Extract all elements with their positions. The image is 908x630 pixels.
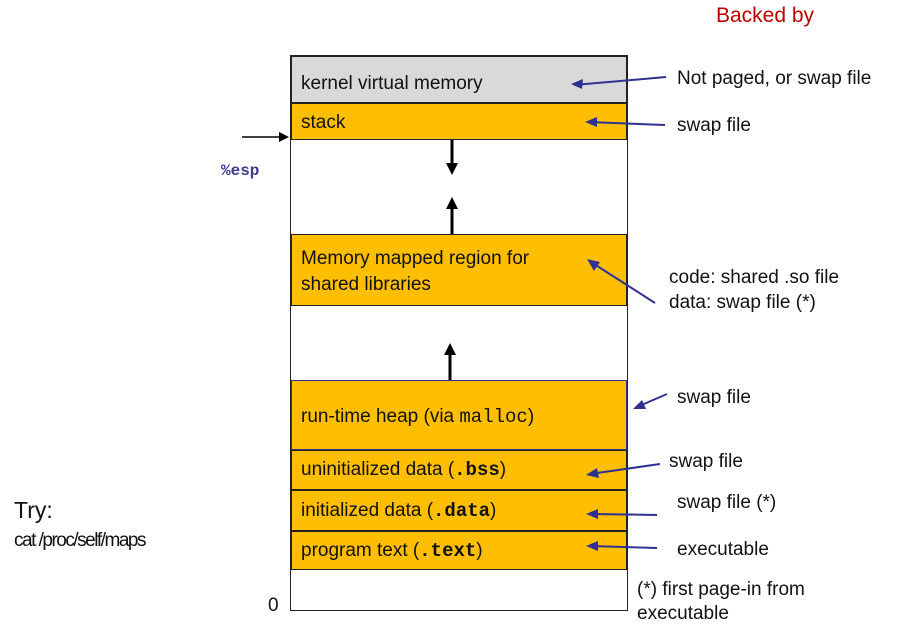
stack-backing-arrow <box>588 121 666 126</box>
stack-backing-note: swap file <box>677 115 751 136</box>
mmap-label-line1: Memory mapped region for <box>301 248 530 269</box>
address-space-box <box>290 55 628 611</box>
bss-backing-arrow <box>589 463 661 475</box>
backed-by-title: Backed by <box>716 4 815 27</box>
heap-label: run-time heap (via malloc) <box>301 404 534 430</box>
kernel-region: kernel virtual memory <box>291 56 627 103</box>
mmap-region: Memory mapped region for shared librarie… <box>291 234 627 306</box>
heap-label-prefix: run-time heap (via <box>301 406 460 427</box>
footnote-line1: (*) first page-in from <box>637 579 805 600</box>
heap-backing-note: swap file <box>677 387 751 408</box>
heap-label-suffix: ) <box>527 406 535 427</box>
mmap-backing-arrow <box>590 261 656 304</box>
data-backing-arrow <box>589 513 658 516</box>
text-backing-note: executable <box>677 539 769 560</box>
heap-grows-up-arrow <box>444 343 456 380</box>
footnote-line2: executable <box>637 603 729 624</box>
heap-backing-arrowhead <box>633 400 646 409</box>
data-label-suffix: ) <box>490 500 497 521</box>
kernel-backing-arrowhead <box>571 79 583 89</box>
text-label-prefix: program text ( <box>301 540 420 561</box>
bss-label-code: .bss <box>454 459 500 481</box>
text-backing-arrow <box>589 545 658 549</box>
heap-region: run-time heap (via malloc) <box>291 380 627 450</box>
mmap-grows-up-arrow <box>446 197 458 234</box>
mmap-backing-note-line2: data: swap file (*) <box>669 292 816 313</box>
text-label-suffix: ) <box>476 540 483 561</box>
esp-label: %esp <box>221 162 260 180</box>
data-label-prefix: initialized data ( <box>301 500 434 521</box>
mmap-backing-arrowhead <box>587 259 600 271</box>
stack-region: stack <box>291 103 627 140</box>
data-region: initialized data (.data) <box>291 490 627 531</box>
bss-backing-arrowhead <box>586 468 599 478</box>
data-label-code: .data <box>433 500 491 522</box>
bss-label-prefix: uninitialized data ( <box>301 459 455 480</box>
text-backing-arrowhead <box>586 541 598 551</box>
data-backing-note: swap file (*) <box>677 492 777 513</box>
bss-label-suffix: ) <box>499 459 507 480</box>
mmap-label-line2: shared libraries <box>301 274 431 295</box>
stack-grows-down-arrow <box>446 140 458 175</box>
mmap-backing-note-line1: code: shared .so file <box>669 267 840 288</box>
bss-backing-note: swap file <box>669 451 743 472</box>
bss-region: uninitialized data (.bss) <box>291 450 627 490</box>
stack-backing-arrowhead <box>585 117 597 127</box>
kernel-backing-note: Not paged, or swap file <box>677 68 872 89</box>
esp-pointer-arrow <box>242 132 289 142</box>
bss-label: uninitialized data (.bss) <box>301 457 506 483</box>
kernel-label: kernel virtual memory <box>301 73 483 94</box>
heap-label-code: malloc <box>459 406 528 428</box>
try-label: Try: <box>14 497 53 523</box>
stack-label: stack <box>301 112 346 133</box>
text-label-code: .text <box>419 540 477 562</box>
text-region: program text (.text) <box>291 531 627 570</box>
data-label: initialized data (.data) <box>301 498 496 524</box>
kernel-backing-arrow <box>573 76 667 86</box>
zero-address-label: 0 <box>268 595 279 616</box>
try-command: cat /proc/self/maps <box>14 530 146 551</box>
text-label: program text (.text) <box>301 538 483 564</box>
data-backing-arrowhead <box>586 509 598 519</box>
